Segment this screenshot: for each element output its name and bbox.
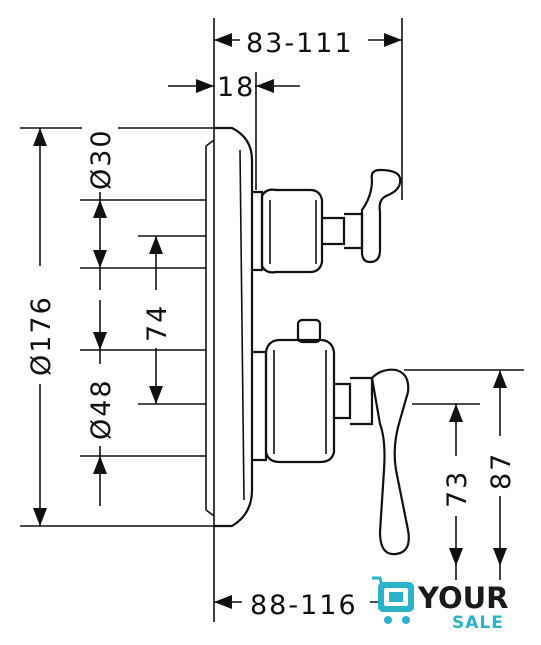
dim-arrow <box>449 404 463 422</box>
dim-lower-depth-a: 73 <box>442 470 473 508</box>
dim-arrow <box>214 33 232 47</box>
yoursale-logo: YOUR SALE <box>372 576 509 633</box>
dim-lower-diameter: Ø48 <box>86 378 117 440</box>
dim-lower-depth-b: 87 <box>486 452 517 490</box>
dim-arrow <box>493 548 507 566</box>
dim-arrow <box>256 79 274 93</box>
dim-arrow <box>214 595 232 609</box>
dim-wall-offset: 18 <box>217 72 255 103</box>
upper-valve-assembly <box>252 168 402 274</box>
dim-spindle-spacing: 74 <box>142 304 173 342</box>
dim-arrow <box>93 332 107 350</box>
dim-arrow <box>384 33 402 47</box>
dim-plate-diameter: Ø176 <box>26 295 57 376</box>
dim-arrow <box>33 508 47 526</box>
dim-arrow <box>149 236 163 254</box>
dim-arrow <box>33 128 47 146</box>
shopping-cart-icon <box>372 576 414 624</box>
dim-upper-diameter: Ø30 <box>86 128 117 190</box>
dim-top-width: 83-111 <box>246 28 354 59</box>
dim-arrow <box>93 200 107 218</box>
logo-word-your: YOUR <box>417 581 509 615</box>
dim-arrow <box>493 370 507 388</box>
dim-arrow <box>149 386 163 404</box>
logo-word-sale: SALE <box>452 613 504 633</box>
dim-arrow <box>93 250 107 268</box>
dim-arrow <box>196 79 214 93</box>
escutcheon-plate <box>214 126 254 528</box>
dim-arrow <box>93 456 107 474</box>
dim-bottom-width: 88-116 <box>250 590 358 621</box>
dim-arrow <box>449 548 463 566</box>
lower-valve-assembly <box>252 318 410 556</box>
